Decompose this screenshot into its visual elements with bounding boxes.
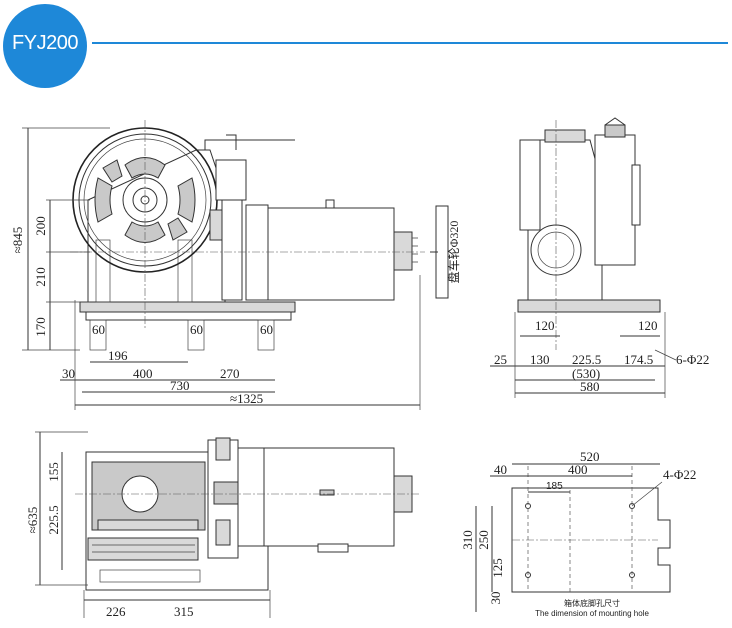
dim-270: 270: [220, 366, 240, 381]
gearbox-rib: [95, 239, 111, 303]
motor-body: [267, 207, 395, 301]
dim-1325: ≈1325: [230, 391, 263, 406]
dim-845: ≈845: [10, 227, 25, 254]
spoke-window-5: [102, 159, 123, 183]
hole-outline: [511, 487, 671, 593]
dim-170: 170: [33, 317, 48, 337]
dim-730: 730: [170, 378, 190, 393]
brake-shoe: [209, 209, 223, 241]
brake-arm: [226, 134, 237, 150]
brake-column: [221, 199, 243, 301]
side-top-cap: [544, 129, 586, 143]
top-gearbox-rim: [97, 519, 199, 531]
side-holes: 6-Φ22: [676, 352, 709, 367]
top-motor-flange: [237, 447, 265, 547]
top-motor-body: [263, 447, 395, 547]
brake-lever: [204, 139, 295, 150]
side-dim-225-5: 225.5: [572, 352, 601, 367]
hole-dim-30: 30: [488, 592, 503, 605]
hole-dim-185: 185: [546, 481, 563, 492]
hole-dim-400: 400: [568, 462, 588, 477]
top-dim-226: 226: [106, 604, 126, 619]
top-dim-155: 155: [46, 462, 61, 482]
foot-hole-1: [89, 319, 107, 351]
handwheel-label: 盘车轮Φ320: [446, 221, 461, 284]
encoder: [393, 231, 413, 271]
side-bearing-left: [519, 139, 541, 231]
spoke-window-4: [177, 177, 196, 223]
top-terminal: [319, 489, 335, 496]
side-brake-drum: [594, 134, 636, 266]
side-view: 120 120 25 130 225.5 174.5 6-Φ22 (530) 5…: [490, 117, 709, 398]
model-label: FYJ200: [12, 32, 78, 54]
base-plate: [79, 301, 296, 313]
top-motor-box: [317, 543, 349, 553]
hole-dim-250: 250: [476, 530, 491, 550]
hole-dim-520: 520: [580, 449, 600, 464]
spoke-window-6: [167, 217, 188, 241]
dim-30: 30: [62, 366, 75, 381]
dim-210: 210: [33, 267, 48, 287]
side-dim-25: 25: [494, 352, 507, 367]
top-dim-315: 315: [174, 604, 194, 619]
hole-leader: [631, 481, 663, 507]
side-pulley-top: [604, 124, 626, 138]
top-brake-spring-2: [215, 519, 231, 546]
hole-count: 4-Φ22: [663, 467, 696, 482]
motor-flange: [245, 204, 269, 301]
hole-dim-310: 310: [460, 530, 475, 550]
dim-400: 400: [133, 366, 153, 381]
top-dim-225-5: 225.5: [46, 505, 61, 534]
brake-housing: [215, 159, 247, 201]
side-motor-edge: [631, 164, 641, 226]
side-pulley-groove: [604, 117, 626, 126]
dim-200: 200: [33, 216, 48, 236]
top-brake-block: [213, 481, 239, 505]
motor-terminal: [325, 199, 335, 209]
dim-196: 196: [108, 348, 128, 363]
hole-dim-40: 40: [494, 462, 507, 477]
hole-view: 520 40 400 185 4-Φ22 310 250 125 30 箱体底脚…: [460, 449, 696, 618]
side-base: [517, 299, 661, 313]
side-dim-120-right: 120: [638, 318, 658, 333]
side-dim-120-left: 120: [535, 318, 555, 333]
dim-60-c: 60: [260, 322, 273, 337]
foot-hole-2: [187, 319, 205, 351]
dim-60-b: 60: [190, 322, 203, 337]
spoke-window-3: [94, 177, 113, 223]
dim-60-a: 60: [92, 322, 105, 337]
top-dim-635: ≈635: [25, 507, 40, 534]
base-plate-lower: [85, 311, 292, 321]
top-brake-spring-1: [215, 437, 231, 461]
side-dim-174-5: 174.5: [624, 352, 653, 367]
foot-hole-3: [257, 319, 275, 351]
side-dim-130: 130: [530, 352, 550, 367]
encoder-fins: [412, 237, 418, 263]
model-badge: FYJ200: [3, 4, 87, 88]
top-view: ≈635 155 225.5 226 315: [25, 431, 420, 619]
side-dim-580: 580: [580, 379, 600, 394]
gearbox-rib-2: [177, 239, 193, 303]
hole-caption-en: The dimension of mounting hole: [535, 609, 649, 618]
hole-caption-cn: 箱体底脚孔尺寸: [564, 598, 620, 608]
front-view: 盘车轮Φ320 ≈845 200 210 170 60 60 60 196 30…: [10, 120, 461, 410]
top-sheave: [87, 537, 199, 561]
top-sheave-grooves: [92, 544, 195, 553]
side-dim-530: (530): [572, 366, 600, 381]
header-rule: [92, 42, 728, 44]
hole-dim-125: 125: [490, 558, 505, 578]
top-base-slot: [99, 569, 201, 583]
side-holes-leader: [654, 349, 677, 361]
